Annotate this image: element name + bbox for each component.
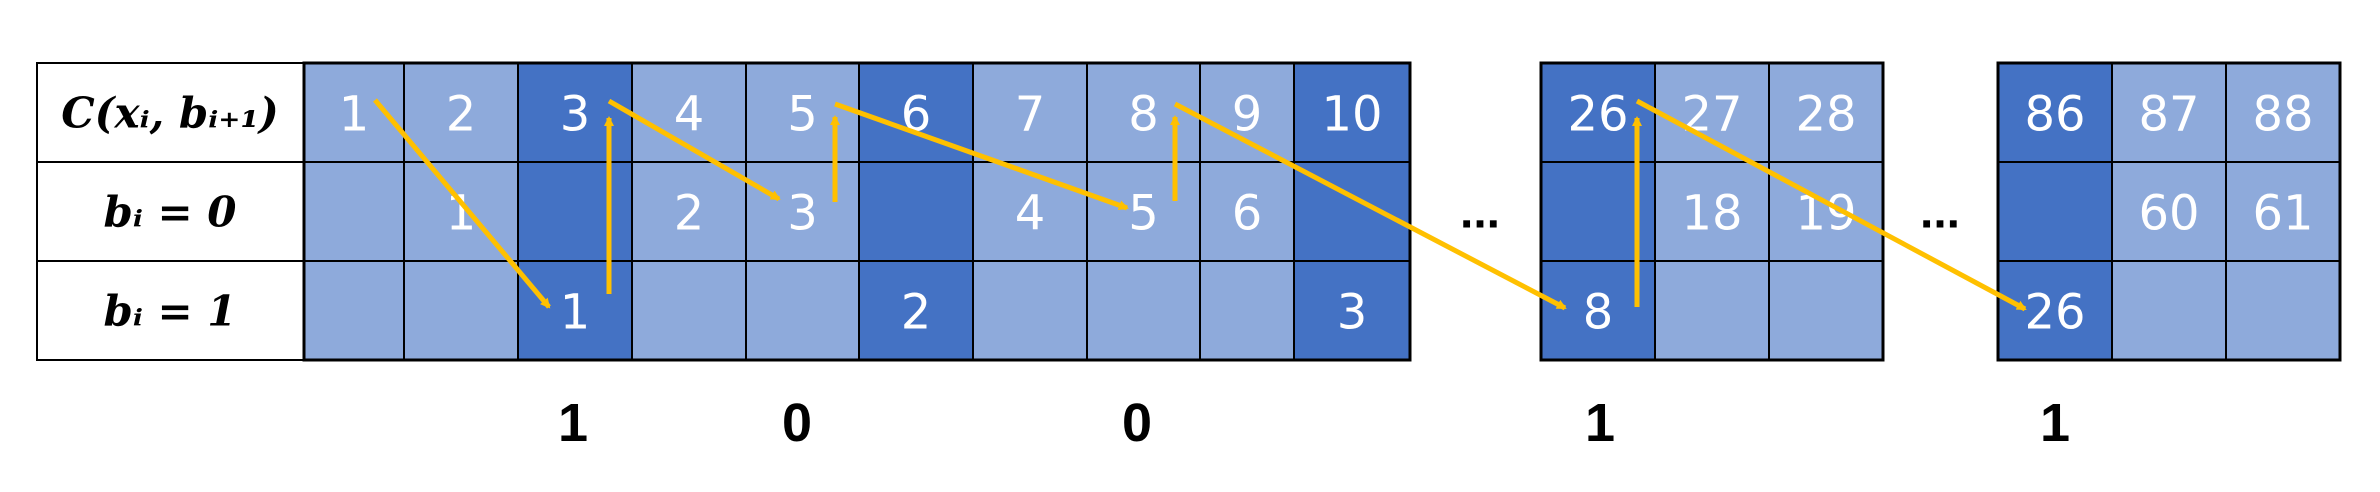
arrow	[834, 101, 1129, 211]
cell-value: 4	[674, 87, 705, 143]
grid-cell	[517, 161, 633, 262]
row-label-bit-one: bᵢ = 1	[103, 287, 236, 336]
grid-cell	[1086, 260, 1201, 361]
cell-value: 2	[901, 285, 932, 341]
decoded-bit: 1	[1585, 393, 1615, 453]
cell-value: 8	[1583, 285, 1614, 341]
grid-cell	[1997, 260, 2113, 361]
cell-value: 8	[1128, 87, 1159, 143]
grid-cell	[972, 161, 1088, 262]
cell-value: 26	[1567, 87, 1628, 143]
cell-value: 10	[1321, 87, 1382, 143]
cell-value: 3	[787, 186, 818, 242]
grid-cell	[858, 161, 974, 262]
grid-cell	[1199, 161, 1295, 262]
arrow	[607, 98, 781, 202]
grid-cell	[972, 260, 1088, 361]
cell-value: 87	[2138, 87, 2199, 143]
cell-value: 60	[2138, 186, 2199, 242]
cell-value: 3	[1337, 285, 1368, 341]
row-label-bit-zero: bᵢ = 0	[103, 188, 236, 237]
cell-value: 86	[2024, 87, 2085, 143]
row-label-column: C(xᵢ, bᵢ₊₁) bᵢ = 0 bᵢ = 1	[36, 62, 305, 361]
grid-cell	[1199, 260, 1295, 361]
grid-cell	[2225, 161, 2341, 262]
cell-value: 5	[1128, 186, 1159, 242]
grid-block-border	[302, 61, 1412, 362]
grid-cell	[403, 260, 519, 361]
grid-cell	[1654, 161, 1770, 262]
cell-value: 61	[2252, 186, 2313, 242]
grid-cell	[303, 161, 405, 262]
cell-value: 7	[1015, 87, 1046, 143]
arrow	[373, 98, 551, 309]
cell-value: 5	[787, 87, 818, 143]
grid-cell	[745, 62, 860, 163]
grid-cell	[303, 260, 405, 361]
arrow	[1635, 98, 2027, 312]
grid-cell	[1086, 161, 1201, 262]
decoded-bit: 0	[1122, 393, 1152, 453]
grid-cell	[1086, 62, 1201, 163]
grid-block-border	[1539, 61, 1885, 362]
path-arrows	[373, 98, 2027, 312]
grid-block-border	[1996, 61, 2342, 362]
ellipsis-1: ...	[1460, 186, 1500, 239]
cell-value: 4	[1015, 186, 1046, 242]
grid-cell	[745, 260, 860, 361]
ellipsis-2: ...	[1920, 186, 1960, 239]
grid-cell	[517, 260, 633, 361]
grid-cell	[1654, 260, 1770, 361]
decoded-bit: 1	[558, 393, 588, 453]
cell-value: 28	[1795, 87, 1856, 143]
grid-cell	[1997, 161, 2113, 262]
cell-value: 6	[1232, 186, 1263, 242]
arrow	[1173, 101, 1567, 311]
grid-cell	[972, 62, 1088, 163]
grid-cell	[1768, 260, 1884, 361]
cell-value: 27	[1681, 87, 1742, 143]
cell-value: 18	[1681, 186, 1742, 242]
grid-cell	[1293, 62, 1411, 163]
grid-cell	[2111, 62, 2227, 163]
cell-value: 88	[2252, 87, 2313, 143]
decoded-bit: 0	[782, 393, 812, 453]
cell-value: 1	[339, 87, 370, 143]
decoded-bit: 1	[2040, 393, 2070, 453]
grid-cell	[631, 260, 747, 361]
cell-value: 26	[2024, 285, 2085, 341]
cell-value: 3	[560, 87, 591, 143]
grid-block-3: 86 87 88 60 61 26	[1996, 61, 2342, 362]
grid-cell	[2225, 260, 2341, 361]
cell-value: 2	[446, 87, 477, 143]
grid-cell	[1768, 62, 1884, 163]
grid-cell	[631, 161, 747, 262]
grid-cell	[745, 161, 860, 262]
row-label-cost: C(xᵢ, bᵢ₊₁)	[61, 89, 279, 138]
cell-value: 2	[674, 186, 705, 242]
cell-value: 9	[1232, 87, 1263, 143]
grid-cell	[1199, 62, 1295, 163]
grid-cell	[2111, 260, 2227, 361]
cell-value: 1	[560, 285, 591, 341]
